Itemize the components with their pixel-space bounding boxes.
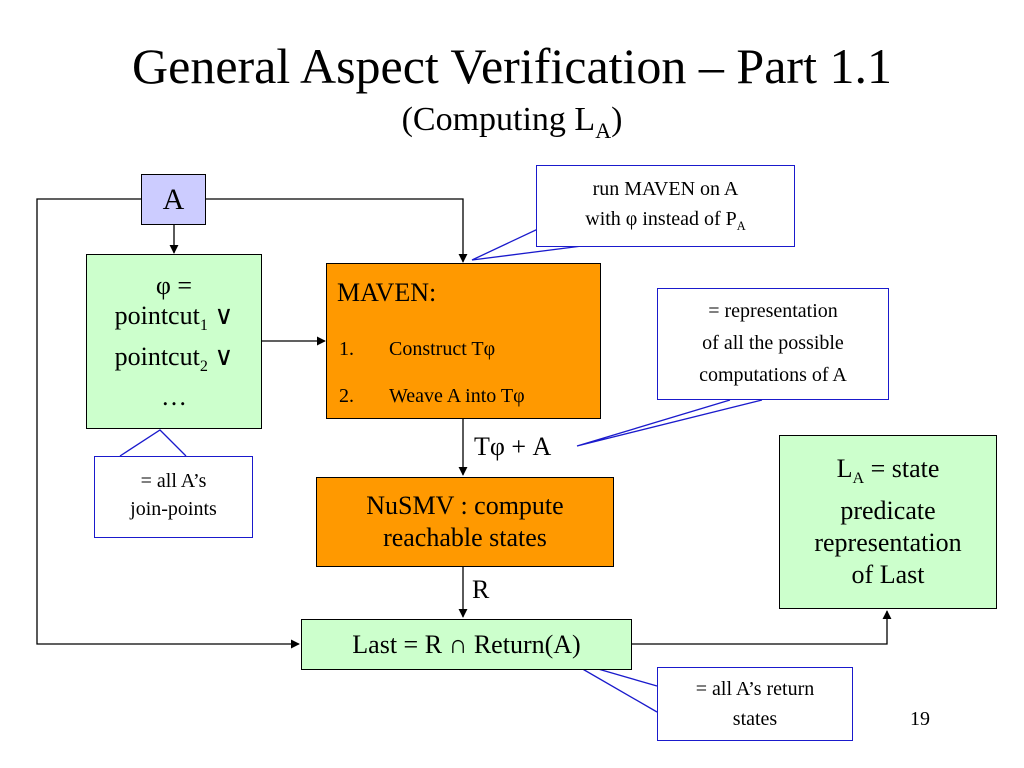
callout-return-states-line-1: = all A’s return (695, 678, 815, 700)
subtitle-close: ) (611, 101, 623, 138)
phi-line-2-main: pointcut (114, 301, 200, 331)
nusmv-node: NuSMV : compute reachable states (316, 477, 614, 567)
maven-step-2-text: Weave A into Tφ (389, 385, 525, 407)
callout-pointer-join-points (119, 429, 187, 457)
last-node: Last = R ∩ Return(A) (301, 619, 632, 670)
phi-line-3: pointcut2 ∨ (115, 342, 234, 382)
callout-join-points: = all A’s join-points (94, 456, 253, 538)
callout-pointer-run-maven (471, 220, 583, 261)
callout-join-points-line-1: = all A’s (140, 470, 207, 492)
phi-line-2-op: ∨ (207, 301, 234, 331)
la-line-1-sub: A (852, 470, 865, 488)
subtitle-subscript: A (595, 117, 612, 143)
callout-pointer-representation (576, 399, 763, 447)
callout-representation-line-1: = representation (708, 300, 838, 322)
callout-join-points-line-2: join-points (130, 498, 217, 520)
phi-node: φ = pointcut1 ∨ pointcut2 ∨ … (86, 254, 262, 429)
callout-run-maven-line-2-main: with φ instead of P (585, 208, 737, 230)
edge-a-to-last (36, 198, 300, 649)
la-line-4: of Last (851, 560, 925, 590)
edge-label-tphi-a: Tφ + A (474, 432, 552, 461)
la-line-1: LA = state (837, 453, 940, 495)
phi-line-2: pointcut1 ∨ (115, 301, 234, 341)
phi-line-3-sub: 2 (199, 357, 208, 375)
edge-last-to-la (632, 610, 892, 645)
phi-line-1: φ = (155, 271, 193, 301)
slide-subtitle: (Computing LA) (0, 100, 1024, 151)
callout-run-maven-line-2-sub: A (736, 219, 746, 233)
phi-line-3-op: ∨ (207, 341, 234, 371)
maven-step-1: 1. Construct Tφ (339, 338, 495, 361)
callout-run-maven: run MAVEN on A with φ instead of PA (536, 165, 795, 247)
callout-representation-line-3: computations of A (699, 364, 847, 386)
la-line-2: predicate (840, 496, 936, 526)
maven-title: MAVEN: (337, 278, 437, 307)
maven-step-2: 2. Weave A into Tφ (339, 385, 525, 408)
edge-label-r: R (472, 575, 490, 604)
la-line-1-rest: = state (864, 453, 940, 483)
last-node-label: Last = R ∩ Return(A) (352, 629, 581, 659)
a-node: A (141, 174, 206, 225)
maven-node: MAVEN: 1. Construct Tφ 2. Weave A into Tφ (326, 263, 601, 419)
maven-step-1-text: Construct Tφ (389, 338, 496, 360)
page-number: 19 (910, 708, 930, 730)
maven-step-2-num: 2. (339, 385, 354, 407)
callout-representation: = representation of all the possible com… (657, 288, 889, 400)
slide-title: General Aspect Verification – Part 1.1 (132, 38, 892, 94)
callout-run-maven-line-1: run MAVEN on A (592, 178, 739, 200)
phi-line-4: … (161, 381, 187, 411)
subtitle-text: (Computing L (401, 101, 596, 138)
la-line-3: representation (814, 528, 962, 558)
la-line-1-main: L (836, 453, 853, 483)
maven-step-1-num: 1. (339, 338, 354, 360)
callout-return-states: = all A’s return states (657, 667, 853, 741)
phi-line-3-main: pointcut (114, 341, 200, 371)
a-node-label: A (162, 182, 185, 216)
la-node: LA = state predicate representation of L… (779, 435, 997, 609)
nusmv-line-2: reachable states (383, 523, 547, 552)
phi-line-2-sub: 1 (199, 317, 208, 335)
nusmv-line-1: NuSMV : compute (366, 491, 564, 520)
edge-a-to-maven (206, 198, 468, 263)
callout-run-maven-line-2: with φ instead of PA (537, 204, 794, 241)
callout-return-states-line-2: states (732, 708, 778, 730)
callout-representation-line-2: of all the possible (702, 332, 844, 354)
